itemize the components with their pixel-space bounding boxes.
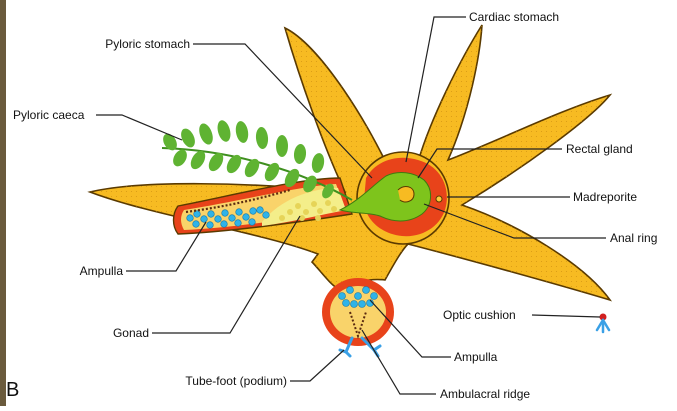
panel-letter: B: [6, 379, 19, 401]
starfish-body: [90, 25, 610, 300]
starfish-dot-texture: [90, 25, 610, 300]
label-ambulacral-ridge: Ambulacral ridge: [440, 387, 530, 401]
optic-cushion: [597, 314, 609, 333]
label-optic-cushion: Optic cushion: [443, 308, 516, 322]
label-pyloric-stomach: Pyloric stomach: [105, 37, 190, 51]
cross-section-arm: [322, 278, 394, 356]
leader-optic-cushion: [532, 315, 600, 317]
leader-tube-foot: [290, 350, 344, 381]
label-pyloric-caeca: Pyloric caeca: [13, 108, 85, 122]
intestine-loop: [398, 187, 414, 202]
label-gonad: Gonad: [113, 326, 149, 340]
label-tube-foot: Tube-foot (podium): [185, 374, 287, 388]
label-anal-ring: Anal ring: [610, 231, 657, 245]
label-ampulla-left: Ampulla: [80, 264, 124, 278]
label-rectal-gland: Rectal gland: [566, 142, 633, 156]
photo-edge-stripe: [0, 0, 6, 406]
madreporite-core: [436, 196, 442, 202]
label-ampulla-bottom: Ampulla: [454, 350, 498, 364]
label-madreporite: Madreporite: [573, 190, 637, 204]
label-cardiac-stomach: Cardiac stomach: [469, 10, 559, 24]
